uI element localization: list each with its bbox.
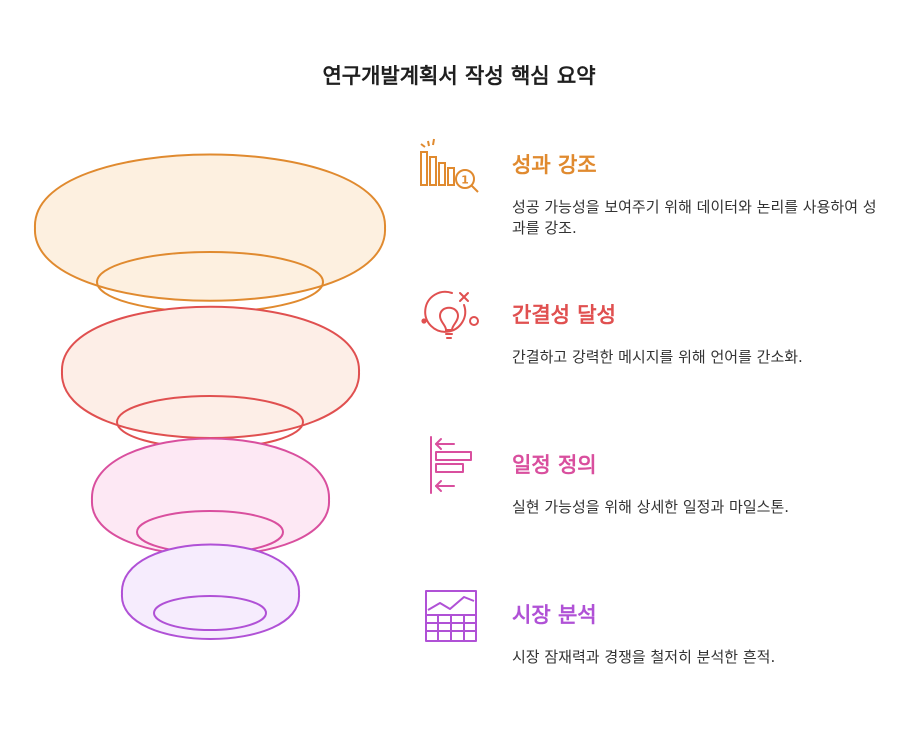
item-heading: 간결성 달성 bbox=[512, 303, 616, 327]
item-heading: 일정 정의 bbox=[512, 453, 597, 477]
item-heading: 성과 강조 bbox=[512, 153, 597, 177]
bar-chart-magnifier-icon: 1 bbox=[420, 138, 479, 193]
funnel-layer-4 bbox=[120, 543, 301, 640]
table-chart-icon bbox=[425, 590, 477, 642]
funnel-layer-3 bbox=[90, 437, 331, 557]
svg-text:1: 1 bbox=[461, 174, 469, 187]
item-description: 성공 가능성을 보여주기 위해 데이터와 논리를 사용하여 성과를 강조. bbox=[512, 198, 877, 237]
funnel-layer-2 bbox=[60, 305, 361, 449]
timeline-icon bbox=[430, 436, 472, 494]
funnel-layer-1 bbox=[33, 153, 387, 313]
item-description: 간결하고 강력한 메시지를 위해 언어를 간소화. bbox=[512, 348, 803, 366]
page-title: 연구개발계획서 작성 핵심 요약 bbox=[322, 64, 596, 88]
item-heading: 시장 분석 bbox=[512, 603, 597, 627]
item-description: 시장 잠재력과 경쟁을 철저히 분석한 흔적. bbox=[512, 648, 776, 666]
item-description: 실현 가능성을 위해 상세한 일정과 마일스톤. bbox=[512, 498, 790, 516]
lightbulb-icon bbox=[421, 290, 479, 339]
